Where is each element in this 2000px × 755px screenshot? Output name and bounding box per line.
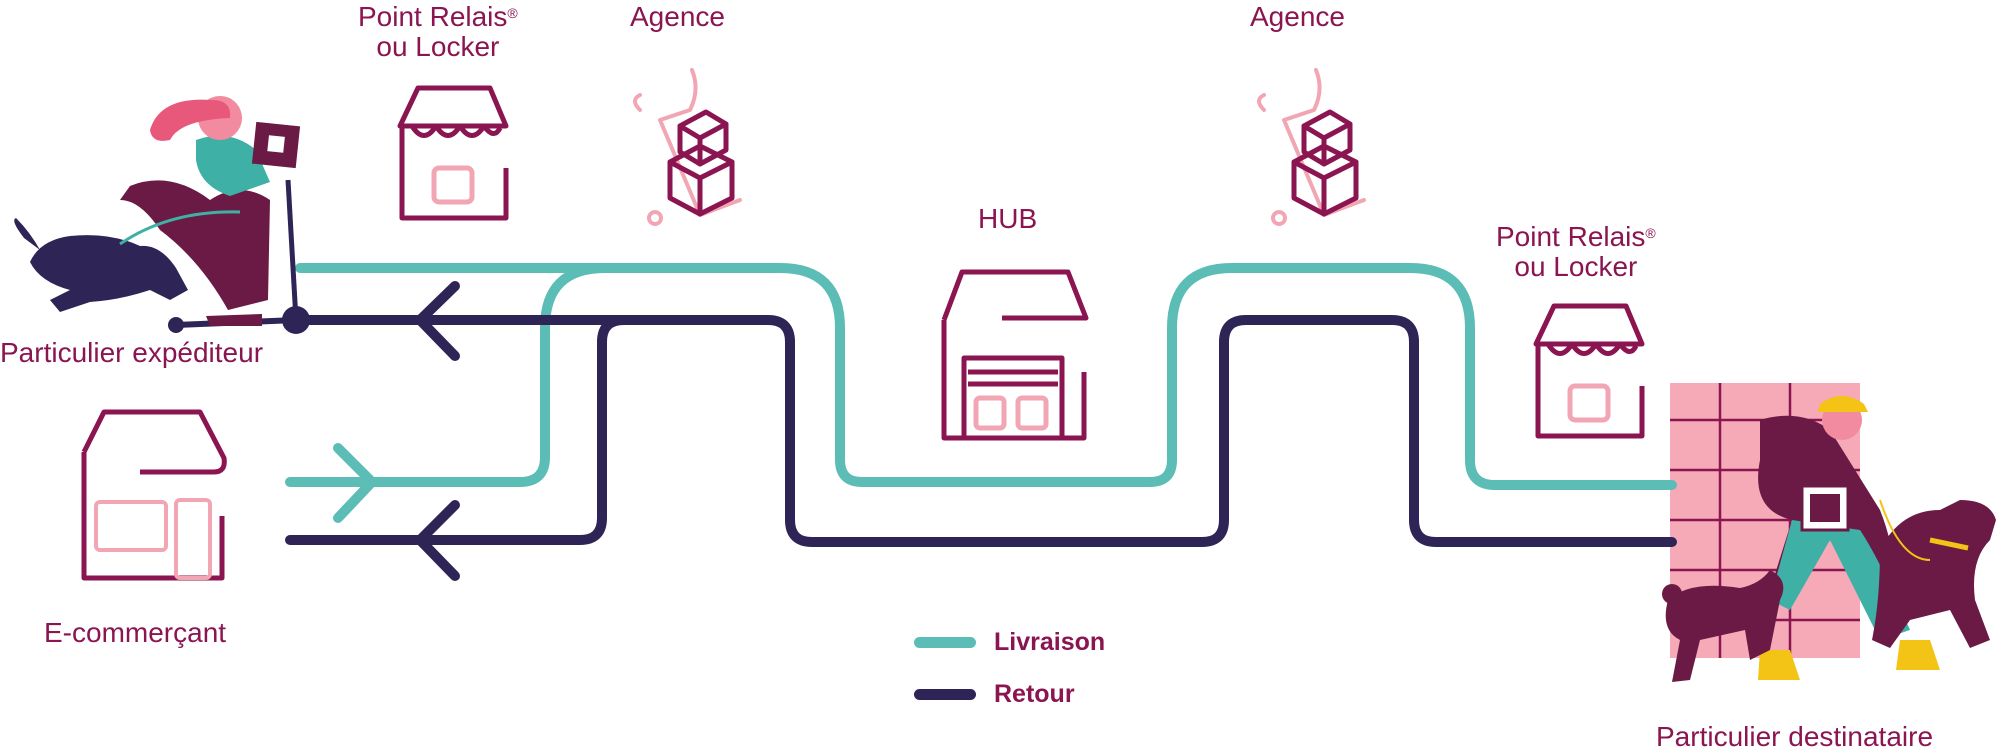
hub-label: HUB bbox=[978, 203, 1038, 234]
agency-left-label: Agence bbox=[630, 1, 725, 32]
recipient-label: Particulier destinataire bbox=[1656, 721, 1934, 752]
legend-delivery-swatch bbox=[914, 637, 976, 648]
relay-point-right-label: Point Relais® ou Locker bbox=[1496, 221, 1656, 282]
sender-person-illustration bbox=[120, 96, 310, 334]
merchant-shop-icon bbox=[81, 409, 227, 581]
parcel-trolley-icon bbox=[633, 68, 742, 226]
hub-warehouse-icon bbox=[941, 269, 1089, 441]
sender-dog-illustration bbox=[14, 210, 241, 312]
legend-return-swatch bbox=[914, 689, 976, 700]
delivery-arrow-icon bbox=[333, 443, 377, 523]
legend-return-label: Retour bbox=[994, 680, 1075, 708]
recipient-dogs-illustration bbox=[1662, 499, 1996, 682]
recipient-person-illustration bbox=[1758, 396, 1940, 680]
legend-return: Retour bbox=[914, 680, 1075, 709]
private-sender-label: Particulier expéditeur bbox=[0, 337, 264, 368]
relay-point-icon bbox=[397, 85, 509, 221]
return-arrow-icon bbox=[415, 281, 460, 361]
delivery-route bbox=[295, 263, 1677, 490]
merchant-label: E-commerçant bbox=[44, 617, 227, 648]
return-route-merchant bbox=[285, 315, 645, 545]
parcel-trolley-icon bbox=[1257, 68, 1366, 226]
agency-right-label: Agence bbox=[1250, 1, 1345, 32]
return-arrow-icon bbox=[415, 500, 460, 581]
return-route bbox=[295, 315, 1677, 547]
delivery-route-merchant bbox=[285, 263, 645, 487]
relay-point-icon bbox=[1533, 303, 1645, 439]
legend-delivery-label: Livraison bbox=[994, 628, 1106, 656]
relay-point-left-label: Point Relais® ou Locker bbox=[358, 1, 518, 62]
legend-delivery: Livraison bbox=[914, 628, 1105, 657]
